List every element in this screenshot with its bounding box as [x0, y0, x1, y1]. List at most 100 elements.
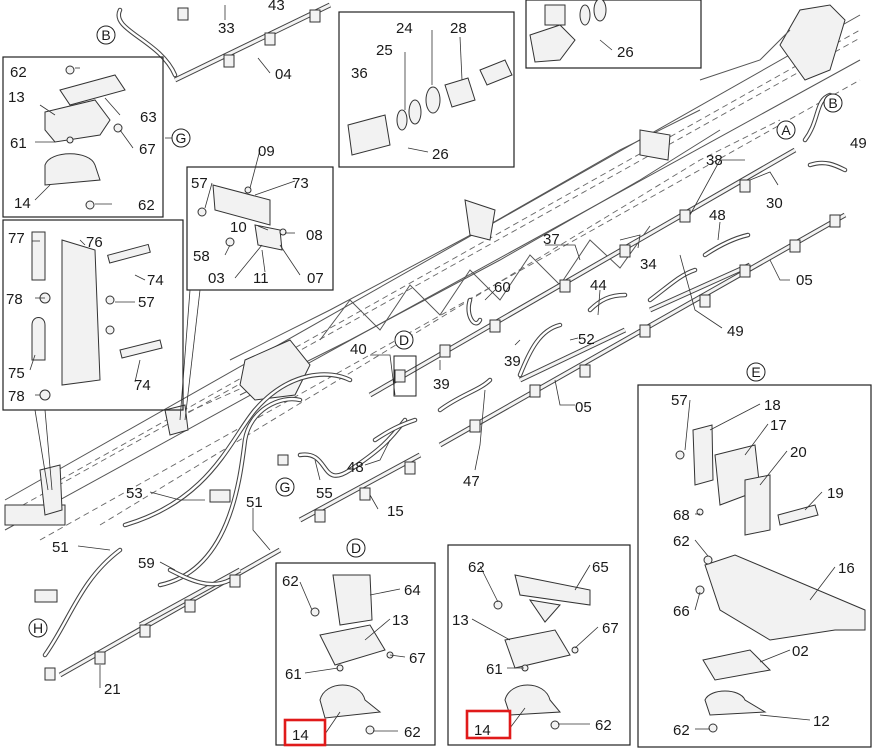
label-68: 68 — [673, 507, 690, 524]
label-57: 57 — [138, 294, 155, 311]
label-49: 49 — [850, 135, 867, 152]
label-34: 34 — [640, 256, 657, 273]
highlight-14-left — [283, 718, 327, 747]
label-61: 61 — [486, 661, 503, 678]
label-40: 40 — [350, 341, 367, 358]
label-48: 48 — [347, 459, 364, 476]
detail-d-frame — [393, 355, 417, 397]
callout-h: H — [28, 618, 48, 638]
label-61: 61 — [10, 135, 27, 152]
callout-b-top: B — [96, 25, 116, 45]
label-39: 39 — [504, 353, 521, 370]
label-37: 37 — [543, 231, 560, 248]
label-18: 18 — [764, 397, 781, 414]
part-number-labels: 33 43 04 62 13 63 61 67 14 62 24 25 28 3… — [6, 0, 867, 744]
label-16: 16 — [838, 560, 855, 577]
label-38: 38 — [706, 152, 723, 169]
label-14-highlighted: 14 — [474, 722, 491, 739]
label-52: 52 — [578, 331, 595, 348]
label-78: 78 — [8, 388, 25, 405]
inset-bracket — [186, 166, 334, 291]
label-62: 62 — [595, 717, 612, 734]
label-19: 19 — [827, 485, 844, 502]
label-55: 55 — [316, 485, 333, 502]
svg-text:D: D — [351, 540, 361, 556]
label-63: 63 — [140, 109, 157, 126]
callout-a: A — [776, 120, 796, 140]
label-60: 60 — [494, 279, 511, 296]
label-57: 57 — [671, 392, 688, 409]
label-67: 67 — [409, 650, 426, 667]
inset-tee — [525, 0, 702, 69]
svg-text:E: E — [751, 364, 760, 380]
label-62: 62 — [10, 64, 27, 81]
svg-text:H: H — [33, 620, 43, 636]
callout-g-center: G — [275, 477, 295, 497]
label-77: 77 — [8, 230, 25, 247]
label-25: 25 — [376, 42, 393, 59]
label-57: 57 — [191, 175, 208, 192]
label-14-highlighted: 14 — [292, 727, 309, 744]
label-58: 58 — [193, 248, 210, 265]
label-09: 09 — [258, 143, 275, 160]
label-43: 43 — [268, 0, 285, 14]
highlight-14-right — [465, 709, 512, 740]
label-10: 10 — [230, 219, 247, 236]
label-49: 49 — [727, 323, 744, 340]
label-28: 28 — [450, 20, 467, 37]
label-26: 26 — [617, 44, 634, 61]
nozzle-bodies — [34, 7, 841, 681]
label-62: 62 — [404, 724, 421, 741]
label-62: 62 — [138, 197, 155, 214]
label-04: 04 — [275, 66, 292, 83]
label-39: 39 — [433, 376, 450, 393]
label-67: 67 — [602, 620, 619, 637]
callout-d-center: D — [394, 330, 414, 350]
label-47: 47 — [463, 473, 480, 490]
label-03: 03 — [208, 270, 225, 287]
inset-fittings — [338, 11, 515, 168]
svg-text:G: G — [280, 479, 291, 495]
label-65: 65 — [592, 559, 609, 576]
label-14: 14 — [14, 195, 31, 212]
label-73: 73 — [292, 175, 309, 192]
label-13: 13 — [8, 89, 25, 106]
svg-text:B: B — [101, 27, 110, 43]
label-02: 02 — [792, 643, 809, 660]
callout-letters: B G B A D G H D E — [28, 25, 843, 638]
label-61: 61 — [285, 666, 302, 683]
inset-d — [275, 562, 436, 746]
label-17: 17 — [770, 417, 787, 434]
label-44: 44 — [590, 277, 607, 294]
label-62: 62 — [282, 573, 299, 590]
label-67: 67 — [139, 141, 156, 158]
label-26: 26 — [432, 146, 449, 163]
svg-text:G: G — [176, 130, 187, 146]
label-74: 74 — [147, 272, 164, 289]
label-74: 74 — [134, 377, 151, 394]
label-62: 62 — [468, 559, 485, 576]
label-21: 21 — [104, 681, 121, 698]
label-30: 30 — [766, 195, 783, 212]
label-08: 08 — [306, 227, 323, 244]
label-75: 75 — [8, 365, 25, 382]
label-05: 05 — [575, 399, 592, 416]
label-15: 15 — [387, 503, 404, 520]
label-12: 12 — [813, 713, 830, 730]
label-13: 13 — [452, 612, 469, 629]
label-66: 66 — [673, 603, 690, 620]
inset-g — [2, 56, 164, 218]
label-48: 48 — [709, 207, 726, 224]
inset-plate — [447, 544, 631, 746]
label-78: 78 — [6, 291, 23, 308]
label-51: 51 — [52, 539, 69, 556]
label-11: 11 — [253, 270, 269, 287]
label-62: 62 — [673, 722, 690, 739]
highlight-boxes — [283, 709, 512, 747]
label-07: 07 — [307, 270, 324, 287]
label-24: 24 — [396, 20, 413, 37]
boom-frame — [4, 4, 861, 541]
leader-lines — [29, 5, 836, 735]
callout-g-box: G — [171, 128, 191, 148]
